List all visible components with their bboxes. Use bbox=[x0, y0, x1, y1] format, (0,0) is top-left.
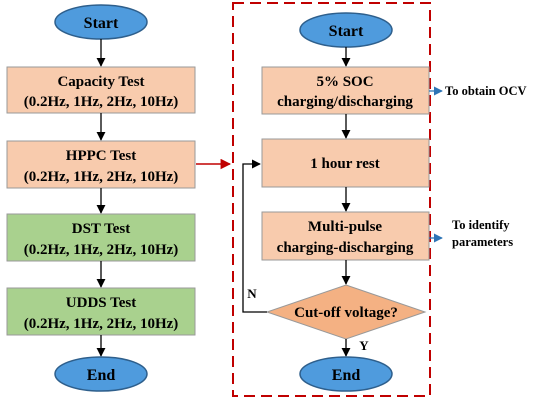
no-label: N bbox=[247, 286, 257, 301]
capacity-test-title: Capacity Test bbox=[57, 74, 144, 90]
dst-test-box bbox=[6, 213, 196, 262]
hppc-test-freq: (0.2Hz, 1Hz, 2Hz, 10Hz) bbox=[24, 169, 179, 185]
identify-note-line1: To identify bbox=[452, 218, 510, 232]
left-end-label: End bbox=[87, 367, 116, 384]
hppc-test-title: HPPC Test bbox=[66, 148, 136, 164]
ocv-note: To obtain OCV bbox=[445, 84, 527, 98]
left-start-label: Start bbox=[84, 15, 119, 32]
yes-label: Y bbox=[359, 338, 369, 353]
right-end-oval bbox=[299, 356, 393, 392]
arrow-no-loop bbox=[242, 159, 267, 313]
capacity-test-freq: (0.2Hz, 1Hz, 2Hz, 10Hz) bbox=[24, 94, 179, 110]
dst-test-freq: (0.2Hz, 1Hz, 2Hz, 10Hz) bbox=[24, 242, 179, 258]
soc-line1: 5% SOC bbox=[316, 74, 373, 90]
multi-pulse-box bbox=[261, 211, 430, 261]
left-end-oval bbox=[54, 356, 148, 392]
udds-test-title: UDDS Test bbox=[66, 295, 136, 311]
pulse-line1: Multi-pulse bbox=[308, 219, 383, 235]
dst-test-title: DST Test bbox=[72, 221, 131, 237]
left-flow: Start Capacity Test (0.2Hz, 1Hz, 2Hz, 10… bbox=[6, 4, 196, 392]
rest-box bbox=[261, 138, 430, 188]
udds-test-box bbox=[6, 287, 196, 336]
right-end-label: End bbox=[332, 367, 361, 384]
rest-label: 1 hour rest bbox=[310, 156, 379, 172]
decision-label: Cut-off voltage? bbox=[294, 305, 398, 321]
capacity-test-box bbox=[6, 66, 196, 114]
udds-test-freq: (0.2Hz, 1Hz, 2Hz, 10Hz) bbox=[24, 316, 179, 332]
soc-line2: charging/discharging bbox=[277, 94, 413, 110]
soc-box bbox=[261, 66, 430, 115]
right-start-label: Start bbox=[329, 23, 364, 40]
right-flow: Start 5% SOC charging/discharging 1 hour… bbox=[242, 12, 430, 392]
pulse-line2: charging-discharging bbox=[277, 240, 414, 256]
hppc-detail-frame bbox=[232, 2, 431, 397]
identify-note-line2: parameters bbox=[452, 235, 513, 249]
